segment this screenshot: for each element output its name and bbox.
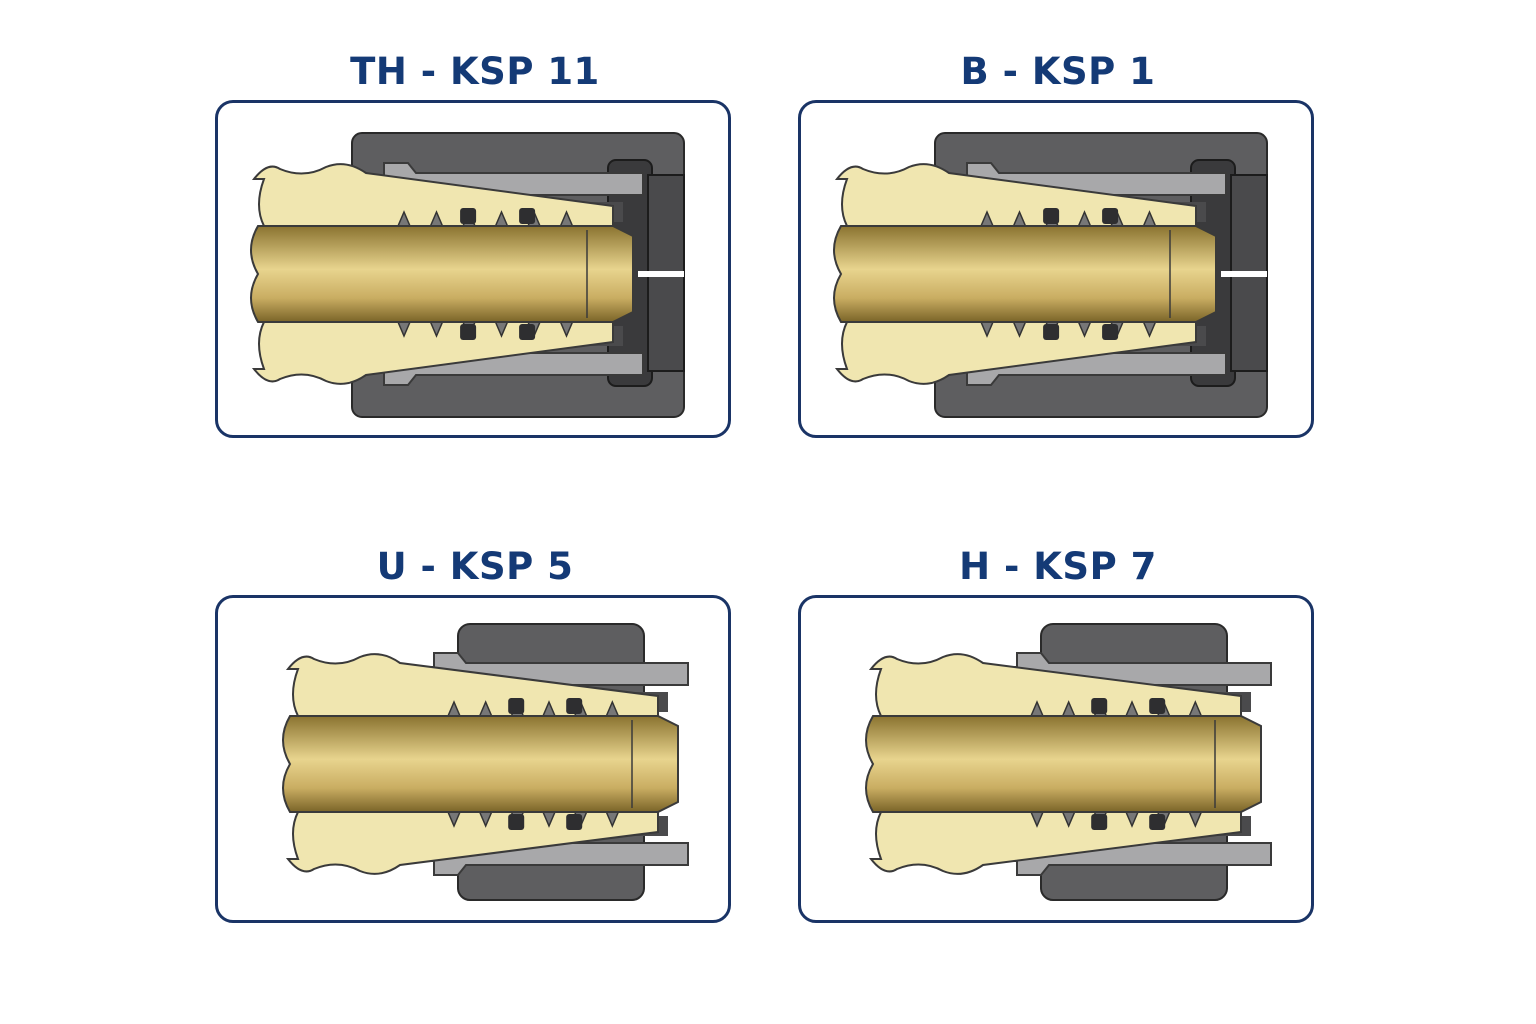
fitting-cross-section [282,623,689,901]
brass-bore [865,715,1262,813]
fitting-cross-section [833,132,1268,418]
fitting-cross-section [865,623,1272,901]
panel-u-ksp-5: U - KSP 5 [215,545,735,935]
o-ring-bottom [1043,324,1060,340]
panel-b-ksp-1: B - KSP 1 [798,50,1318,450]
o-ring-top [1149,698,1166,714]
hose-wall-bottom [868,811,1242,875]
o-ring-top [519,208,536,224]
o-ring-top [508,698,525,714]
panel-title: H - KSP 7 [959,545,1157,588]
ring-slot [638,271,684,277]
o-ring-bottom [460,324,477,340]
ring-slot [1221,271,1267,277]
brass-bore [282,715,679,813]
hose-wall-bottom [285,811,659,875]
panel-title: TH - KSP 11 [350,50,600,93]
diagram-frame [215,100,731,438]
o-ring-top [1102,208,1119,224]
hose-wall-top [285,653,659,717]
diagram-frame [798,100,1314,438]
panel-title: U - KSP 5 [376,545,574,588]
o-ring-top [1091,698,1108,714]
fitting-cross-section [250,132,685,418]
hose-wall-top [868,653,1242,717]
o-ring-bottom [1091,814,1108,830]
o-ring-bottom [566,814,583,830]
panel-title: B - KSP 1 [960,50,1156,93]
o-ring-top [1043,208,1060,224]
diagram-frame [215,595,731,923]
brass-bore [833,225,1217,323]
o-ring-bottom [508,814,525,830]
o-ring-top [460,208,477,224]
o-ring-top [566,698,583,714]
o-ring-bottom [519,324,536,340]
panel-h-ksp-7: H - KSP 7 [798,545,1318,935]
brass-bore [250,225,634,323]
panel-th-ksp-11: TH - KSP 11 [215,50,735,450]
o-ring-bottom [1102,324,1119,340]
o-ring-bottom [1149,814,1166,830]
diagram-frame [798,595,1314,923]
